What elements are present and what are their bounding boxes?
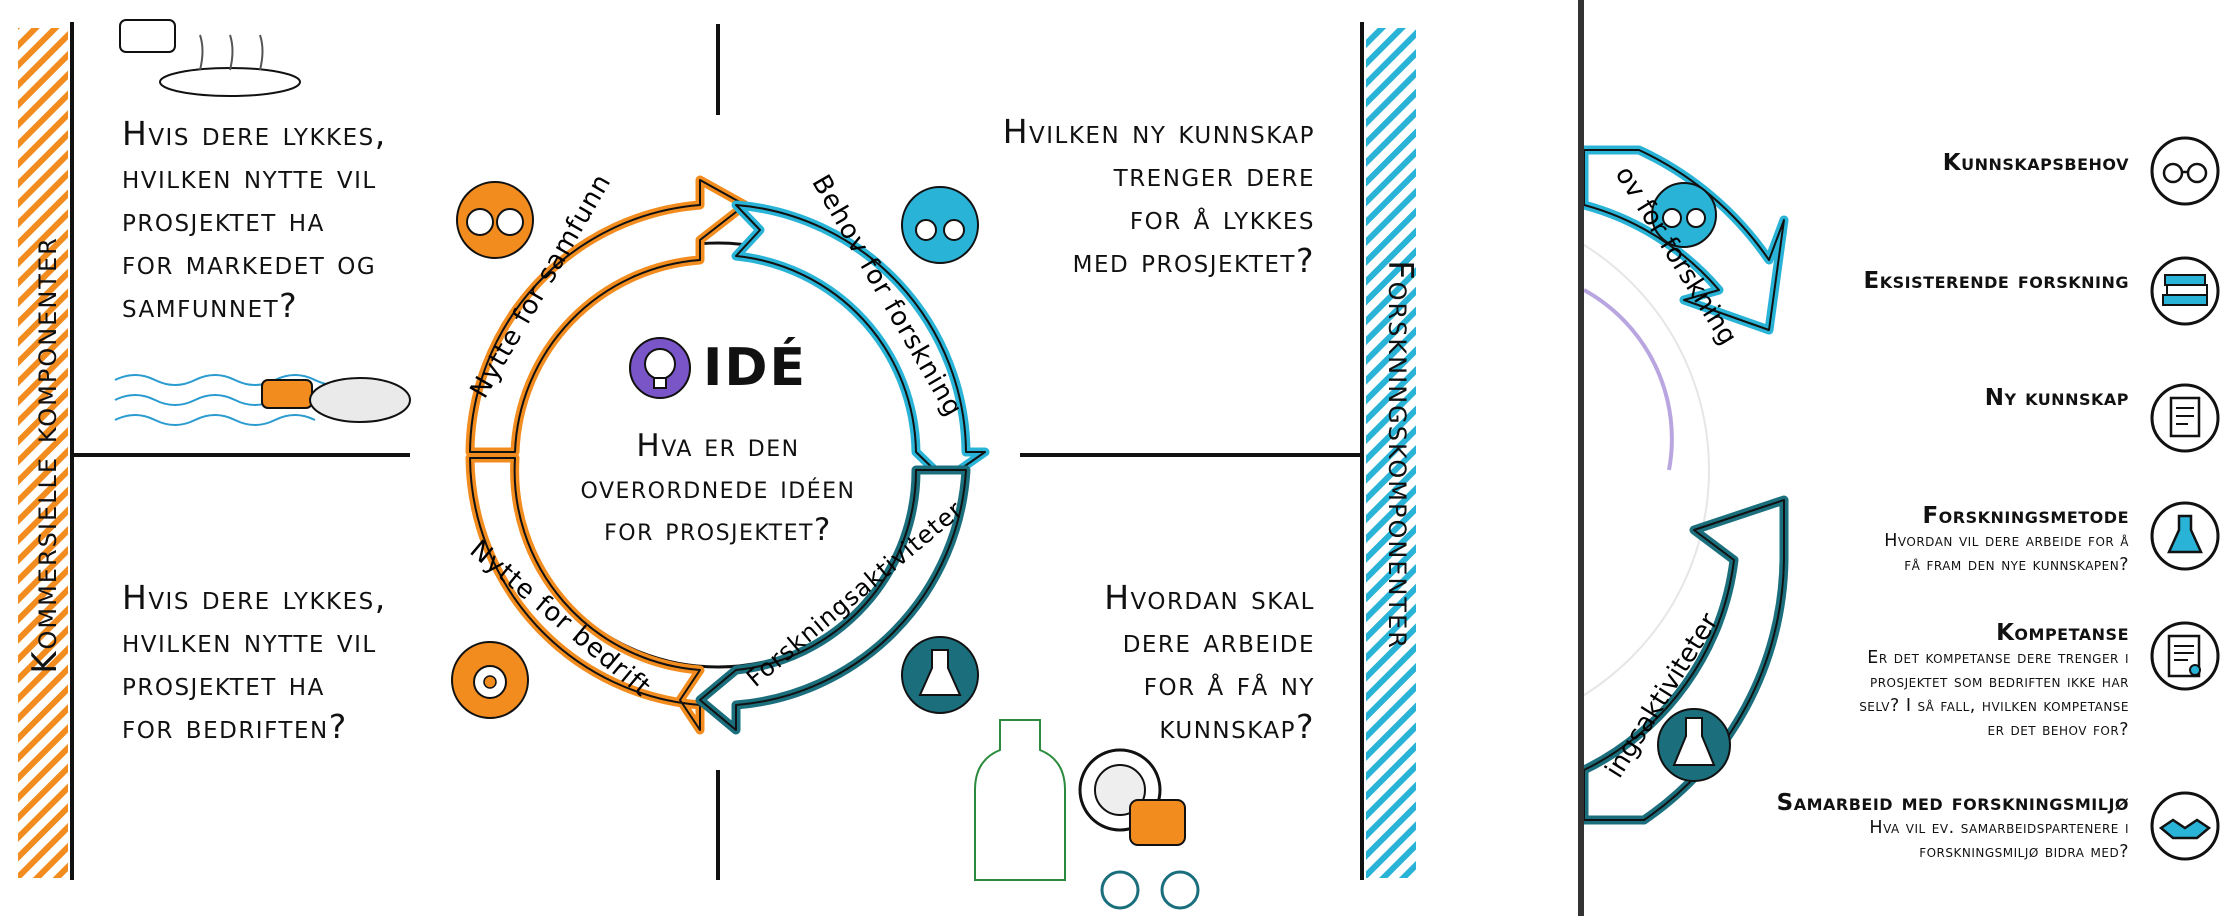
arrow-nytte-for-bedrift xyxy=(451,453,705,735)
robot-cleaning-illustration-top xyxy=(119,19,301,97)
legend-item-title: Kompetanse xyxy=(1996,620,2129,646)
arrow-forskningsaktiviteter xyxy=(695,465,979,735)
question-bottom-left-line: hvilken nytte vil xyxy=(122,621,377,660)
glasses-icon xyxy=(2150,136,2220,206)
flask-icon xyxy=(2150,501,2220,571)
bottle-robot-illustration xyxy=(974,719,1200,910)
legend-item-title: Samarbeid med forskningsmiljø xyxy=(1776,790,2129,816)
question-bottom-right-line: for å få ny xyxy=(1143,664,1315,703)
left-panel-graphics: Nytte for samfunn Behov for forskning Ny… xyxy=(18,19,1416,910)
legend-item-title: Eksisterende forskning xyxy=(1863,268,2129,294)
legend-item-description: Er det kompetanse dere trenger i prosjekt… xyxy=(1859,646,2129,742)
legend-description-line: Er det kompetanse dere trenger i xyxy=(1867,648,2129,668)
commercial-side-title: Kommersielle komponenter xyxy=(25,236,65,674)
question-bottom-right-line: kunnskap? xyxy=(1159,707,1315,746)
research-side-title: Forskningskomponenter xyxy=(1380,260,1420,650)
certificate-icon xyxy=(2150,621,2220,691)
behov-glasses-bubble xyxy=(901,186,979,264)
question-top-left-line: hvilken nytte vil xyxy=(122,157,377,196)
glasses-icon xyxy=(915,219,937,241)
question-top-left-line: for markedet og xyxy=(122,243,377,282)
legend-item-description: Hva vil ev. samarbeidspartenere i forskni… xyxy=(1777,816,2129,864)
center-question-line: Hva er den xyxy=(636,428,800,464)
question-bottom-left-line: prosjektet ha xyxy=(122,664,325,703)
flask-icon xyxy=(918,649,962,696)
legend-item-title: Ny kunnskap xyxy=(1984,385,2129,411)
question-top-left-line: samfunnet? xyxy=(122,286,299,325)
question-bottom-right-line: Hvordan skal xyxy=(1104,578,1315,617)
samfunn-face-bubble xyxy=(456,181,534,259)
panel-separator xyxy=(1578,0,1584,916)
legend-item: Eksisterende forskning xyxy=(1864,268,2129,294)
question-top-left-line: prosjektet ha xyxy=(122,200,325,239)
legend-description-line: Hvordan vil dere arbeide for å xyxy=(1884,531,2129,551)
ocean-cleanup-illustration xyxy=(114,374,411,426)
arrow-nytte-for-samfunn xyxy=(456,175,750,457)
center-title: IDÉ xyxy=(703,338,808,398)
question-top-right-line: Hvilken ny kunnskap xyxy=(1002,112,1315,151)
center-question-line: overordnede idéen xyxy=(580,470,856,506)
center-question: Hva er den overordnede idéen for prosjekte… xyxy=(568,425,868,551)
smiley-face-icon-2 xyxy=(496,208,524,236)
legend-description-line: selv? I så fall, hvilken kompetanse xyxy=(1859,696,2129,716)
question-top-right: Hvilken ny kunnskap trenger dere for å lyk… xyxy=(960,110,1315,282)
legend-item-title: Kunnskapsbehov xyxy=(1942,150,2129,176)
handshake-icon xyxy=(2150,791,2220,861)
question-top-right-line: for å lykkes xyxy=(1129,198,1315,237)
commercial-hatch-bar xyxy=(18,28,68,878)
arrow-behov-for-forskning xyxy=(731,186,990,485)
right-glasses-bubble xyxy=(1651,182,1717,248)
question-bottom-right-line: dere arbeide xyxy=(1122,621,1315,660)
legend-description-line: forskningsmiljø bidra med? xyxy=(1919,842,2129,862)
legend-description-line: er det behov for? xyxy=(1987,720,2129,740)
legend-item-title: Forskningsmetode xyxy=(1922,503,2129,529)
legend-item-description: Hvordan vil dere arbeide for å få fram de… xyxy=(1884,529,2129,577)
right-panel-graphics: ov for forskning ingsaktiviteter xyxy=(1584,145,1789,825)
lightbulb-icon xyxy=(629,337,691,399)
legend-description-line: prosjektet som bedriften ikke har xyxy=(1869,672,2129,692)
question-bottom-left: Hvis dere lykkes, hvilken nytte vil prosje… xyxy=(122,576,387,748)
question-top-right-line: med prosjektet? xyxy=(1072,241,1315,280)
legend-description-line: Hva vil ev. samarbeidspartenere i xyxy=(1869,818,2129,838)
question-bottom-right: Hvordan skal dere arbeide for å få ny kunns… xyxy=(990,576,1315,748)
smiley-face-icon xyxy=(466,208,494,236)
legend-item: Kunnskapsbehov xyxy=(1943,150,2129,176)
question-bottom-left-line: Hvis dere lykkes, xyxy=(122,578,387,617)
legend-item: Ny kunnskap xyxy=(1985,385,2129,411)
question-top-left: Hvis dere lykkes, hvilken nytte vil prosje… xyxy=(122,112,387,327)
question-top-left-line: Hvis dere lykkes, xyxy=(122,114,387,153)
document-icon xyxy=(2150,383,2220,453)
books-icon xyxy=(2150,256,2220,326)
legend-description-line: få fram den nye kunnskapen? xyxy=(1904,555,2129,575)
purple-inner-arc xyxy=(1584,288,1674,471)
question-bottom-left-line: for bedriften? xyxy=(122,707,348,746)
center-question-line: for prosjektet? xyxy=(604,512,832,548)
research-hatch-bar xyxy=(1366,28,1416,878)
question-top-right-line: trenger dere xyxy=(1113,155,1315,194)
